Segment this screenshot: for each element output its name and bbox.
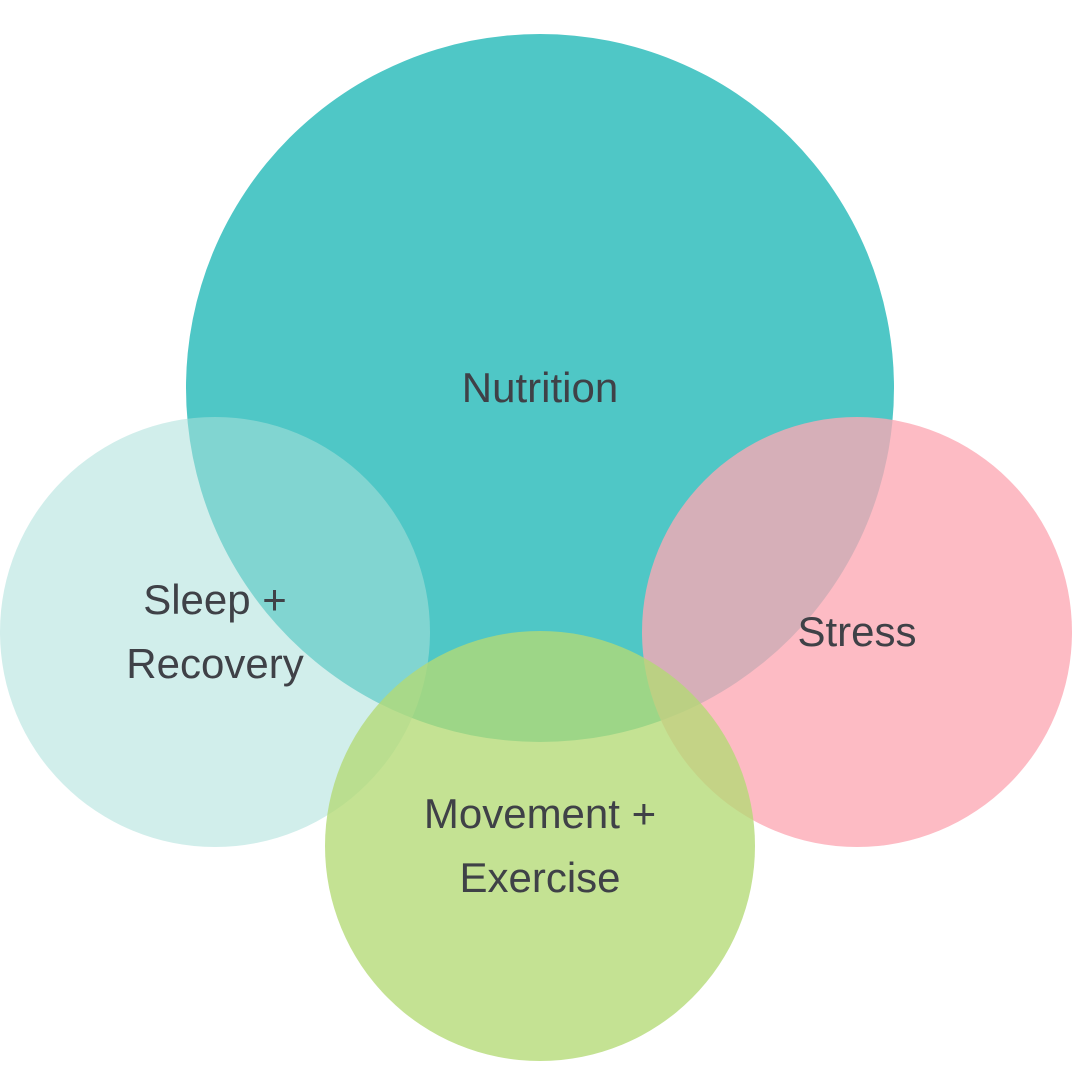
circle-movement-exercise xyxy=(325,631,755,1061)
label-sleep-recovery: Sleep + Recovery xyxy=(126,576,304,687)
label-nutrition: Nutrition xyxy=(461,364,619,411)
label-stress: Stress xyxy=(797,608,917,655)
label-movement-exercise: Movement + Exercise xyxy=(423,790,657,901)
